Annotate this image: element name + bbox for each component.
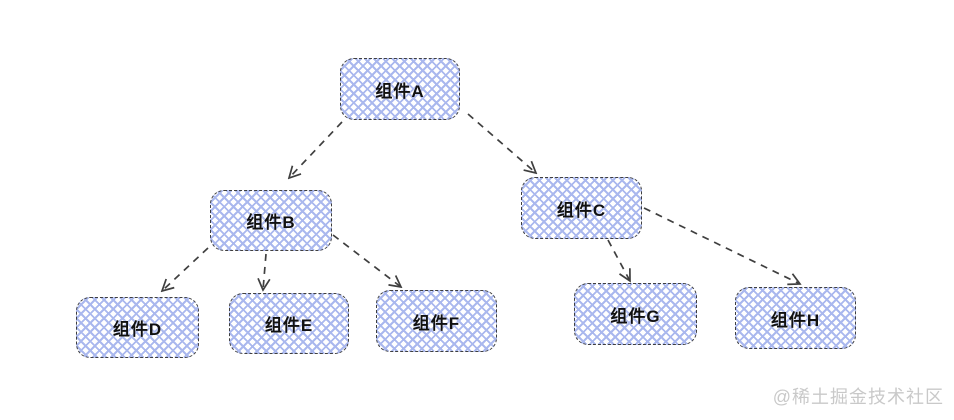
diagram-node-C: 组件C <box>521 177 642 239</box>
edge-B-D <box>162 247 209 291</box>
edge-C-H <box>643 207 800 284</box>
node-label: 组件G <box>610 306 661 326</box>
node-label: 组件H <box>770 310 821 330</box>
diagram-node-H: 组件H <box>735 287 856 349</box>
diagram-node-F: 组件F <box>376 290 497 352</box>
diagram-node-B: 组件B <box>210 190 332 251</box>
node-label: 组件E <box>264 316 314 335</box>
watermark: @稀土掘金技术社区 <box>772 387 944 407</box>
diagram-node-E: 组件E <box>229 293 349 354</box>
edge-A-C <box>467 113 536 173</box>
node-label: 组件A <box>375 81 425 101</box>
diagram-node-G: 组件G <box>574 283 697 345</box>
node-label: 组件C <box>556 200 607 220</box>
diagram-node-D: 组件D <box>76 297 199 358</box>
node-label: 组件F <box>412 313 461 333</box>
edge-A-B <box>289 121 343 178</box>
edge-B-F <box>332 234 401 287</box>
edge-C-G <box>607 239 630 281</box>
diagram-node-A: 组件A <box>340 58 460 120</box>
node-label: 组件B <box>246 213 296 232</box>
node-label: 组件D <box>112 320 163 339</box>
edge-B-E <box>263 253 266 290</box>
